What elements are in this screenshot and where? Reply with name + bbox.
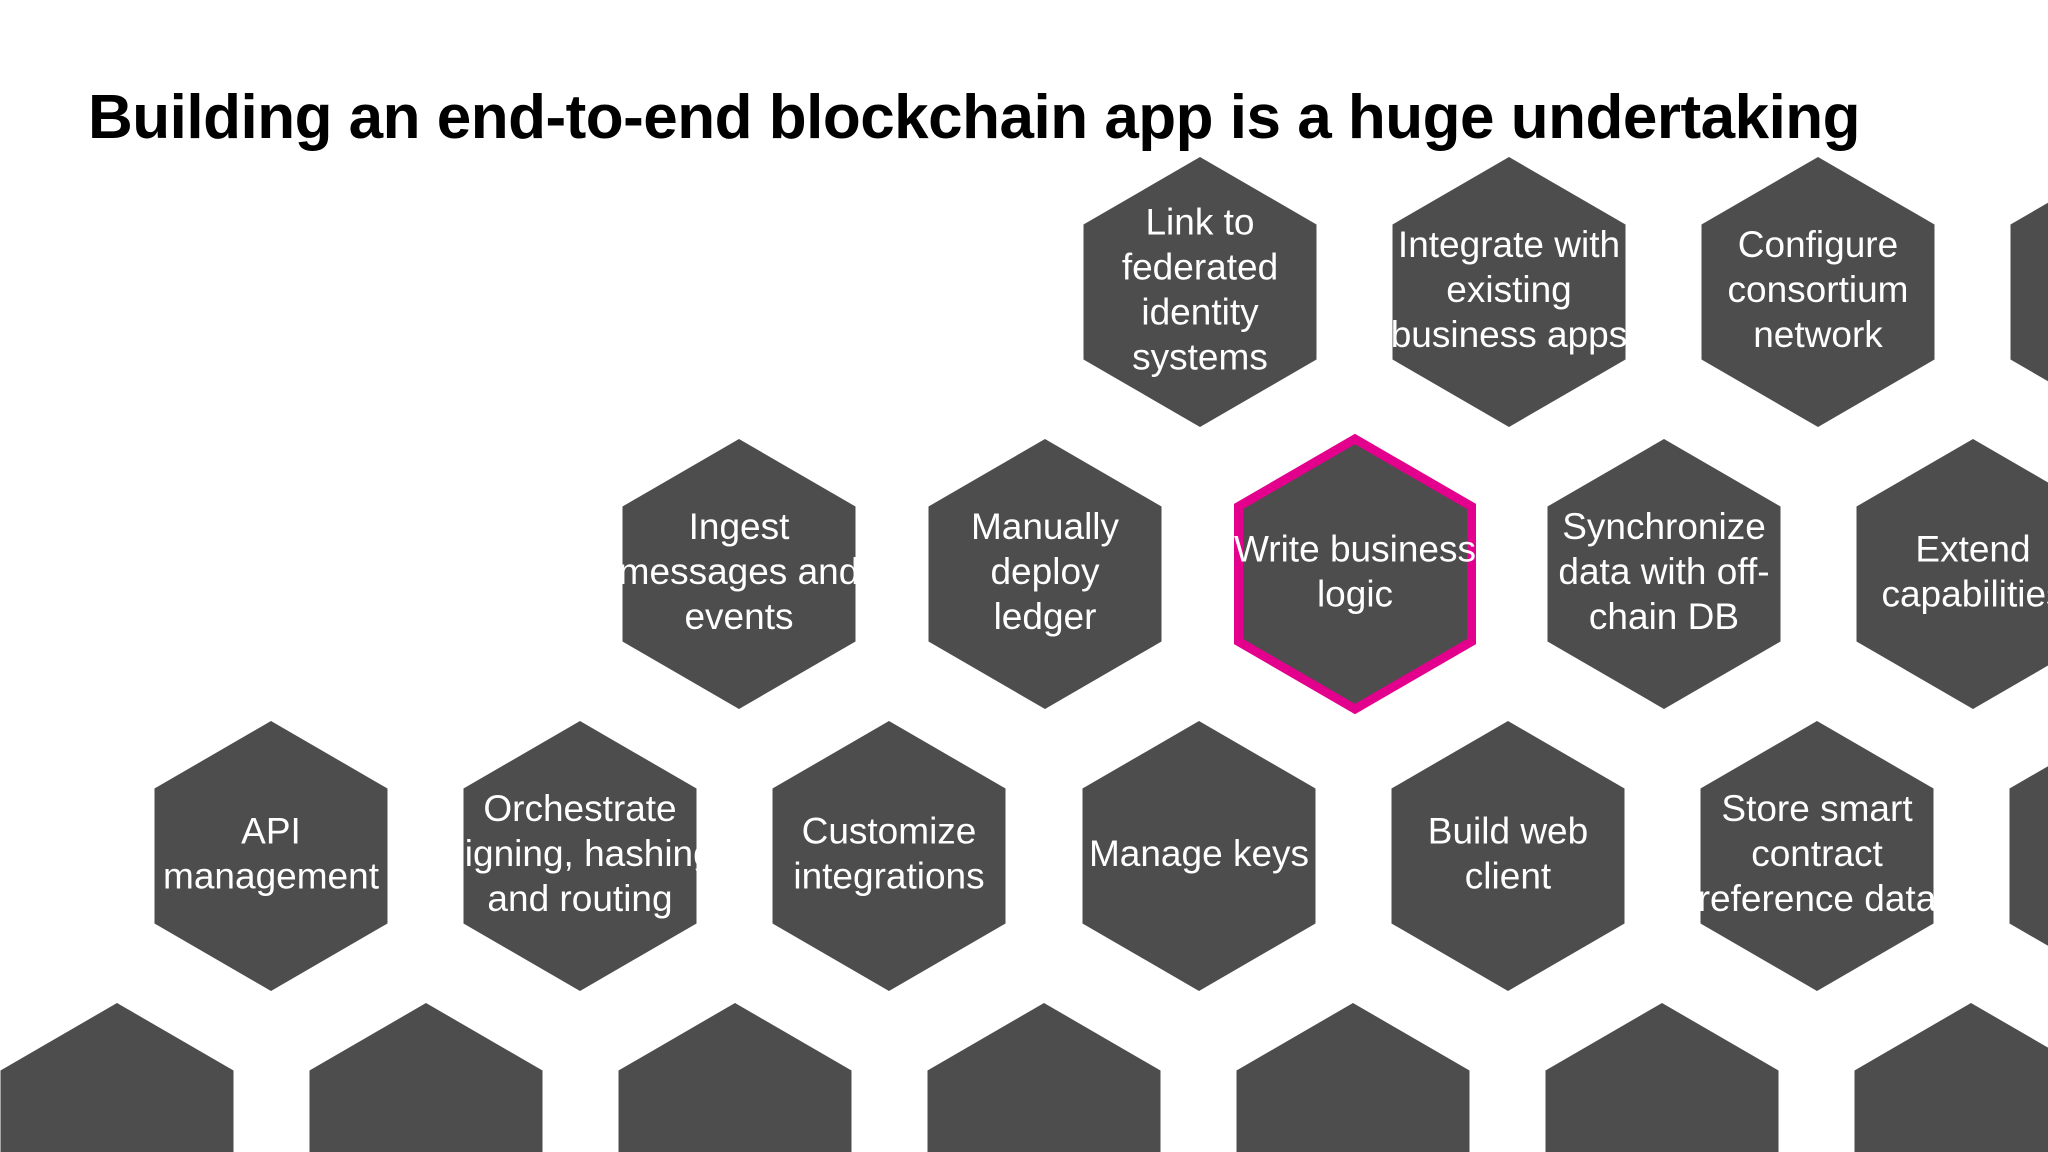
hexagon-row4-partial-6[interactable] [1545,1003,1779,1152]
hexagon-shape [309,1003,543,1152]
hexagon-shape [1082,721,1316,991]
hexagon-shape [1856,439,2048,709]
hexagon-shape [0,1003,234,1152]
hexagon-row4-partial-5[interactable] [1236,1003,1470,1152]
hexagon-shape [622,439,856,709]
hexagon-shape [1234,433,1476,715]
hexagon-shape [463,721,697,991]
hexagon-shape [2009,766,2048,946]
hexagon-label: Manage keys [1089,833,1309,874]
hexagon-shape [927,1003,1161,1152]
hexagon-row1-edge-partial[interactable] [2010,157,2048,427]
hexagon-shape [154,721,388,991]
hexagon-row4-partial-1[interactable] [0,1003,234,1152]
hexagon-shape [1236,1003,1470,1152]
hexagon-shape [928,439,1162,709]
hexagon-shape [1083,157,1317,427]
hexagon-shape [1391,721,1625,991]
hexagon-shape [1700,721,1934,991]
hexagon-shape [2010,202,2048,382]
hexagon-row4-partial-7[interactable] [1854,1003,2048,1152]
hexagon-shape [1392,157,1626,427]
hexagon-shape [1547,439,1781,709]
hexagon-shape [1854,1003,2048,1152]
hexagon-shape [1545,1003,1779,1152]
hexagon-shape [618,1003,852,1152]
hexagon-manage-keys[interactable]: Manage keys [1082,721,1316,991]
hexagon-row4-partial-2[interactable] [309,1003,543,1152]
hexagon-row4-partial-4[interactable] [927,1003,1161,1152]
page-title: Building an end-to-end blockchain app is… [88,82,1861,152]
hexagon-row3-edge-partial[interactable] [2009,721,2048,991]
hexagon-shape [1701,157,1935,427]
hexagon-shape [772,721,1006,991]
hexagon-row4-partial-3[interactable] [618,1003,852,1152]
